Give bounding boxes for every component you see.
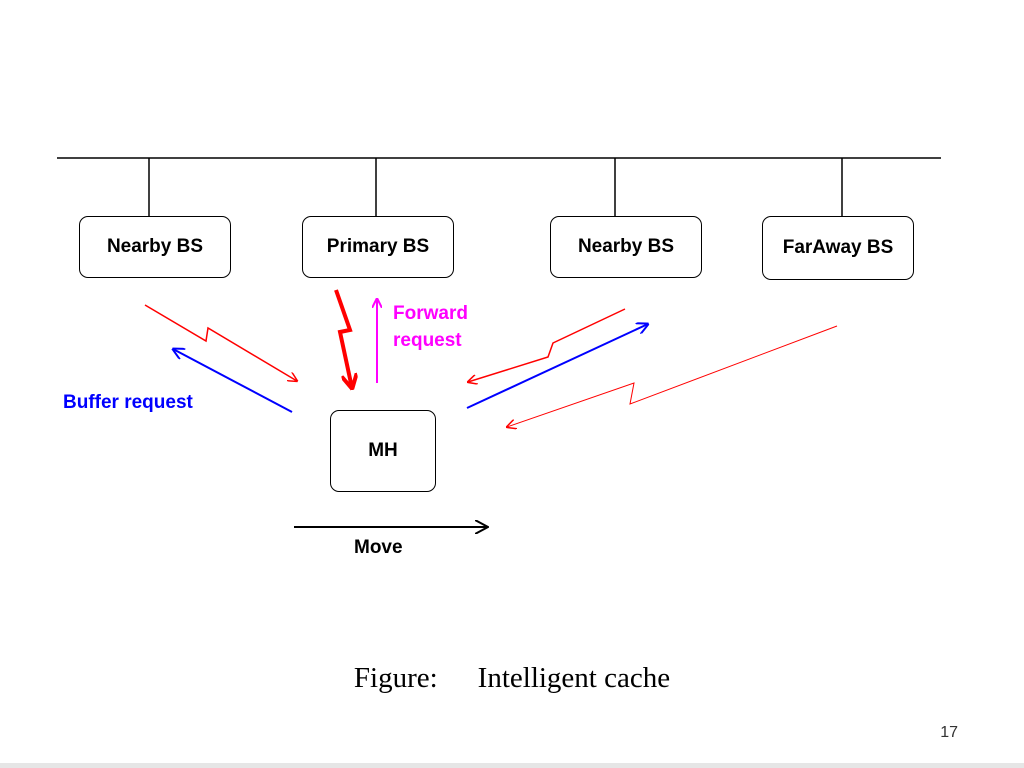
caption-prefix: Figure: (353, 662, 438, 694)
buffer-request-label: Buffer request (63, 392, 193, 413)
forward-request-label-line-2: request (393, 330, 462, 351)
buffer-request-arrow-right (466, 324, 648, 409)
buffer-request-arrow-left (173, 349, 293, 413)
figure-caption: Figure: Intelligent cache (0, 662, 1024, 695)
signal-nearby-right-to-mh (468, 308, 626, 382)
signal-primary-to-mh (334, 289, 352, 388)
faraway-bs-node: FarAway BS (762, 216, 914, 280)
move-label: Move (354, 537, 403, 558)
forward-request-label-line-1: Forward (393, 303, 468, 324)
forward-request-label: Forward request (393, 300, 468, 354)
signal-faraway-to-mh (507, 325, 838, 427)
caption-title: Intelligent cache (477, 662, 671, 694)
mh-node: MH (330, 410, 436, 492)
signal-nearby-left-to-mh (144, 304, 297, 381)
nearby-bs-right-node: Nearby BS (550, 216, 702, 278)
primary-bs-node: Primary BS (302, 216, 454, 278)
nearby-bs-left-node: Nearby BS (79, 216, 231, 278)
page-number: 17 (940, 724, 958, 741)
footer-bar (0, 763, 1024, 768)
